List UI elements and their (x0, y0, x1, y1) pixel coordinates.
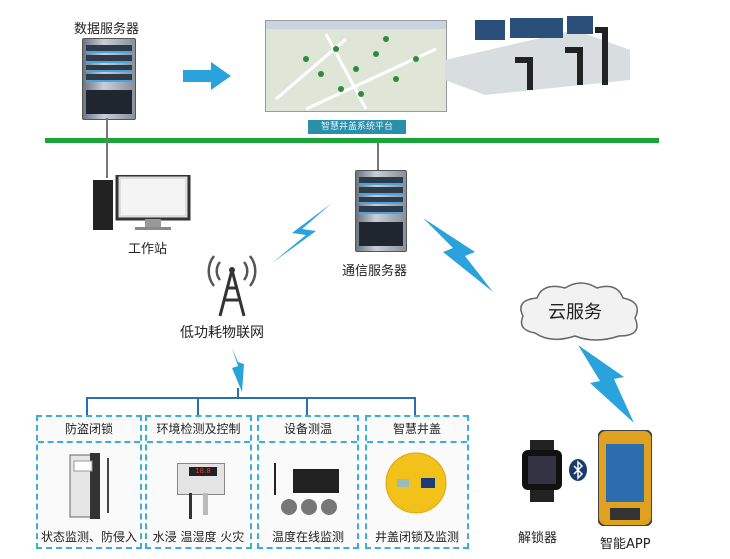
wireless-signal-icon (232, 348, 244, 392)
data-server-icon (82, 38, 136, 120)
wireless-signal-icon (272, 203, 332, 263)
cloud-label: 云服务 (548, 302, 602, 323)
module-title: 智慧井盖 (367, 417, 467, 443)
comm-server-label: 通信服务器 (342, 264, 408, 279)
environment-sensor-image: 18.8 (147, 443, 250, 523)
module-title: 防盗闭锁 (38, 417, 140, 443)
wireless-signal-icon (578, 345, 634, 423)
module-caption: 状态监测、防侵入 (40, 530, 137, 544)
map-markers (275, 33, 437, 111)
workstation-icon (93, 175, 191, 230)
connector-line (377, 143, 379, 171)
sensor-display: 18.8 (189, 467, 217, 476)
connector-line (106, 118, 108, 178)
module-temperature: 设备测温 温度在线监测 (257, 415, 359, 549)
arrow-right-icon (183, 62, 231, 90)
platform-label: 智慧井盖系统平台 (308, 120, 406, 134)
module-caption: 水浸 温湿度 火灾 (152, 530, 245, 544)
module-anti-theft: 防盗闭锁 状态监测、防侵入 (36, 415, 142, 549)
module-smart-cover: 智慧井盖 井盖闭锁及监测 (365, 415, 469, 549)
antenna-tower-icon (207, 255, 257, 317)
temperature-device-image (274, 463, 339, 515)
bluetooth-icon (569, 459, 587, 481)
smartphone-icon (598, 430, 652, 526)
module-caption: 温度在线监测 (271, 530, 344, 544)
tree-line (86, 397, 416, 399)
iot-label: 低功耗物联网 (180, 325, 264, 341)
module-caption: 井盖闭锁及监测 (374, 530, 459, 544)
workstation-label: 工作站 (128, 242, 168, 257)
module-title: 环境检测及控制 (147, 417, 250, 443)
manhole-cover-image (385, 452, 447, 514)
module-environment: 环境检测及控制 18.8 水浸 温湿度 火灾 (145, 415, 252, 549)
control-room-image (445, 16, 630, 95)
lock-device-image (69, 453, 109, 519)
app-label: 智能APP (600, 537, 651, 552)
tree-line (237, 388, 239, 398)
comm-server-icon (355, 170, 407, 252)
cloud-icon (520, 282, 638, 341)
map-screenshot (265, 20, 447, 112)
wireless-signal-icon (423, 218, 493, 292)
unlocker-device-icon (522, 440, 562, 502)
unlocker-label: 解锁器 (518, 531, 558, 546)
network-bus-line (45, 138, 659, 143)
module-title: 设备测温 (259, 417, 357, 443)
data-server-label: 数据服务器 (74, 22, 140, 37)
